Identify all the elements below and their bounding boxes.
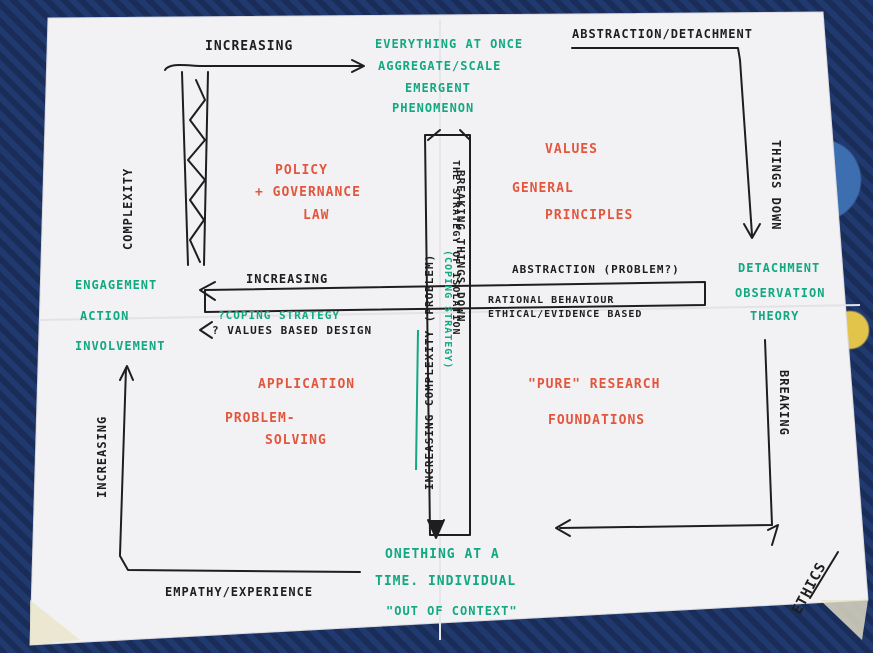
abstraction-arrow xyxy=(571,47,753,236)
empathy-arrow xyxy=(119,555,361,573)
ethics-underline xyxy=(809,551,839,599)
increasing-complexity-label: INCREASING COMPLEXITY (PROBLEM) xyxy=(423,253,436,490)
engagement-label: ENGAGEMENT xyxy=(75,278,158,292)
theory-label: THEORY xyxy=(750,309,800,323)
complexity-label: COMPLEXITY xyxy=(121,167,135,250)
observation-label: OBSERVATION xyxy=(735,286,826,300)
vertical-bar xyxy=(424,134,471,536)
emergent-label: EMERGENT xyxy=(405,81,471,95)
left-increasing-label: INCREASING xyxy=(95,415,109,498)
tape-corner-bottom-left xyxy=(30,600,80,645)
top-increasing-arrow xyxy=(164,64,363,71)
foundations-label: FOUNDATIONS xyxy=(548,413,646,428)
center-increasing-label: INCREASING xyxy=(246,272,329,286)
things-down-label: THINGS DOWN xyxy=(769,140,783,231)
tape-corner-bottom-right xyxy=(820,600,868,640)
out-of-context-label: "OUT OF CONTEXT" xyxy=(386,604,518,618)
problem-label: PROBLEM- xyxy=(225,411,296,426)
policy-label: POLICY xyxy=(275,163,328,178)
everything-at-once-label: EVERYTHING AT ONCE xyxy=(375,37,524,51)
time-individual-label: TIME. INDIVIDUAL xyxy=(375,574,517,589)
law-label: LAW xyxy=(303,208,330,223)
phenomenon-label: PHENOMENON xyxy=(392,101,475,115)
involvement-label: INVOLVEMENT xyxy=(75,339,166,353)
coping-strategy-label: ?COPING STRATEGY xyxy=(218,309,340,322)
rational-behaviour-label: RATIONAL BEHAVIOUR xyxy=(488,295,615,306)
top-increasing-label: INCREASING xyxy=(205,39,294,54)
left-increasing-arrow xyxy=(119,367,127,556)
values-label: VALUES xyxy=(545,142,598,157)
abstraction-problem-label: ABSTRACTION (PROBLEM?) xyxy=(512,263,680,276)
horizontal-bar xyxy=(204,281,706,313)
empathy-experience-label: EMPATHY/EXPERIENCE xyxy=(165,585,314,599)
detachment-label: DETACHMENT xyxy=(738,261,821,275)
pure-research-label: "PURE" RESEARCH xyxy=(528,377,661,392)
general-label: GENERAL xyxy=(512,181,574,196)
complexity-bar xyxy=(181,71,209,266)
ethical-evidence-label: ETHICAL/EVIDENCE BASED xyxy=(488,309,643,320)
breaking-arrow xyxy=(559,339,773,529)
vertical-coping-strategy-label: (COPING STRATEGY) xyxy=(442,250,453,370)
application-label: APPLICATION xyxy=(258,377,356,392)
action-label: ACTION xyxy=(80,309,130,323)
values-based-design-label: ? VALUES BASED DESIGN xyxy=(212,324,373,337)
principles-label: PRINCIPLES xyxy=(545,208,634,223)
solving-label: SOLVING xyxy=(265,433,327,448)
breaking-label: BREAKING xyxy=(777,370,791,436)
abstraction-detachment-label: ABSTRACTION/DETACHMENT xyxy=(572,27,753,41)
aggregate-scale-label: AGGREGATE/SCALE xyxy=(378,59,502,73)
governance-label: + GOVERNANCE xyxy=(255,185,361,200)
one-thing-at-a-time-label: ONETHING AT A xyxy=(385,547,500,562)
